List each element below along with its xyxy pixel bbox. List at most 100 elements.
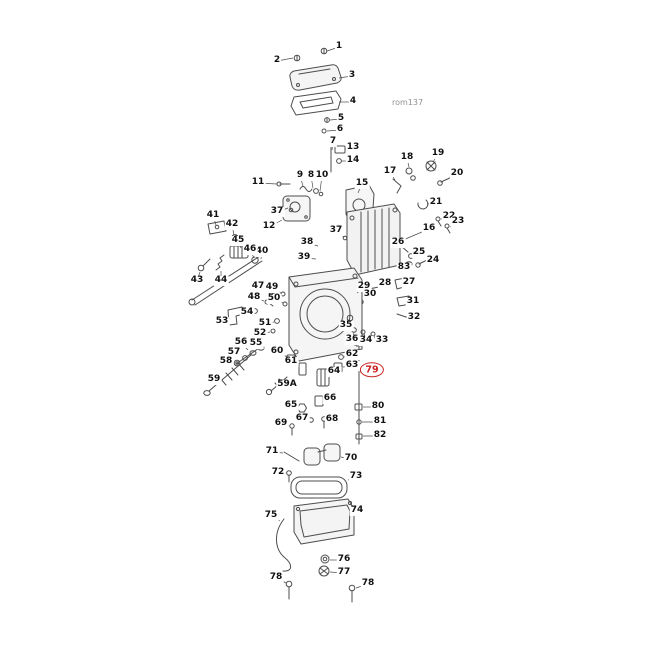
- part-callout-18: 18: [399, 152, 415, 163]
- part-callout-6: 6: [335, 124, 345, 135]
- part-callout-1: 1: [334, 41, 344, 52]
- carb-body: [288, 267, 363, 362]
- small-fasteners: [289, 416, 327, 436]
- part-callout-13: 13: [345, 142, 361, 153]
- part-callout-76: 76: [336, 554, 352, 565]
- part-callout-49: 49: [264, 282, 280, 293]
- part-callout-38: 38: [299, 237, 315, 248]
- part-callout-65: 65: [283, 400, 299, 411]
- part-callout-37b: 37: [328, 225, 344, 236]
- part-callout-64: 64: [326, 366, 342, 377]
- part-callout-37a: 37: [269, 206, 285, 217]
- drain-parts: [318, 554, 330, 577]
- part-callout-2: 2: [272, 55, 282, 66]
- part-callout-47: 47: [250, 281, 266, 292]
- part-callout-10: 10: [314, 170, 330, 181]
- part-callout-69: 69: [273, 418, 289, 429]
- part-callout-34: 34: [358, 335, 374, 346]
- part-callout-59: 59: [206, 374, 222, 385]
- part-callout-41: 41: [205, 210, 221, 221]
- part-callout-15: 15: [354, 178, 370, 189]
- part-callout-9: 9: [295, 170, 305, 181]
- top-screws: [293, 47, 328, 62]
- part-callout-54: 54: [239, 307, 255, 318]
- part-callout-44: 44: [213, 275, 229, 286]
- part-callout-60: 60: [269, 346, 285, 357]
- part-callout-74: 74: [349, 505, 365, 516]
- part-callout-46: 46: [242, 244, 258, 255]
- part-callout-24: 24: [425, 255, 441, 266]
- part-callout-17: 17: [382, 166, 398, 177]
- spring-washers: [299, 186, 324, 197]
- part-callout-32: 32: [406, 312, 422, 323]
- part-callout-33: 33: [374, 335, 390, 346]
- part-callout-66: 66: [322, 393, 338, 404]
- part-callout-22: 22: [441, 211, 457, 222]
- part-callout-63: 63: [344, 360, 360, 371]
- bowl-gasket: [290, 476, 348, 499]
- part-callout-14: 14: [345, 155, 361, 166]
- part-callout-78a: 78: [268, 572, 284, 583]
- part-callout-73: 73: [348, 471, 364, 482]
- part-callout-43: 43: [189, 275, 205, 286]
- part-callout-82: 82: [372, 430, 388, 441]
- part-callout-21: 21: [428, 197, 444, 208]
- bottom-screws: [285, 580, 356, 603]
- part-callout-75: 75: [263, 510, 279, 521]
- part-callout-19: 19: [430, 148, 446, 159]
- part-callout-28: 28: [377, 278, 393, 289]
- part-callout-8: 8: [306, 170, 316, 181]
- part-callout-5: 5: [336, 113, 346, 124]
- part-callout-67: 67: [294, 413, 310, 424]
- part-callout-4: 4: [348, 96, 358, 107]
- part-callout-36: 36: [344, 334, 360, 345]
- part-callout-35: 35: [338, 320, 354, 331]
- small-screws-5-6: [321, 117, 330, 134]
- part-callout-30: 30: [362, 289, 378, 300]
- top-cover: [289, 64, 342, 91]
- part-callout-31: 31: [405, 296, 421, 307]
- part-callout-27: 27: [401, 277, 417, 288]
- part-callout-55: 55: [248, 338, 264, 349]
- part-callout-77: 77: [336, 567, 352, 578]
- part-callout-53: 53: [214, 316, 230, 327]
- part-callout-12: 12: [261, 221, 277, 232]
- float: [283, 443, 341, 483]
- part-callout-51: 51: [257, 318, 273, 329]
- part-callout-58: 58: [218, 356, 234, 367]
- cover-gasket: [290, 90, 342, 116]
- part-callout-56: 56: [233, 337, 249, 348]
- part-callout-29: 29: [356, 281, 372, 292]
- watermark: rom137: [392, 98, 424, 107]
- part-callout-23: 23: [450, 216, 466, 227]
- part-callout-39: 39: [296, 252, 312, 263]
- part-callout-61: 61: [283, 356, 299, 367]
- part-callout-72: 72: [270, 467, 286, 478]
- part-callout-42: 42: [224, 219, 240, 230]
- part-callout-79: 79: [359, 362, 385, 378]
- part-callout-16: 16: [421, 223, 437, 234]
- part-callout-80: 80: [370, 401, 386, 412]
- part-callout-48: 48: [246, 292, 262, 303]
- part-callout-40: 40: [254, 246, 270, 257]
- part-callout-20: 20: [449, 168, 465, 179]
- part-callout-25: 25: [411, 247, 427, 258]
- overflow-hose: [276, 518, 292, 572]
- part-callout-52: 52: [252, 328, 268, 339]
- float-bowl: [293, 498, 355, 545]
- part-callout-71: 71: [264, 446, 280, 457]
- part-callout-11: 11: [250, 177, 266, 188]
- part-callout-83: 83: [396, 262, 412, 273]
- part-callout-78b: 78: [360, 578, 376, 589]
- part-callout-26: 26: [390, 237, 406, 248]
- part-callout-7: 7: [328, 136, 338, 147]
- idle-parts: [227, 306, 280, 367]
- part-callout-62: 62: [344, 349, 360, 360]
- part-callout-57: 57: [226, 347, 242, 358]
- part-callout-3: 3: [347, 70, 357, 81]
- part-callout-70: 70: [343, 453, 359, 464]
- top-cap: [282, 195, 311, 222]
